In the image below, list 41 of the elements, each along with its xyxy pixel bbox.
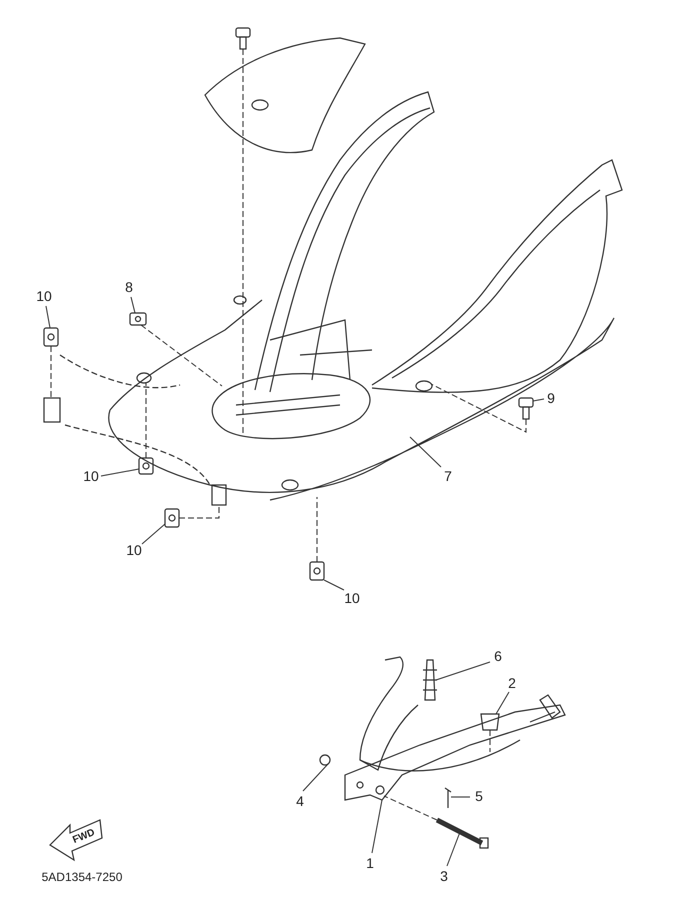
- direction-label: FWD: [70, 826, 98, 848]
- callout-number: 5: [475, 788, 483, 804]
- callout-number: 4: [296, 793, 304, 809]
- leader-line: [450, 796, 470, 798]
- callout-number: 8: [125, 279, 133, 295]
- callout-number: 10: [126, 542, 142, 558]
- assembly-line: [50, 346, 52, 398]
- assembly-line: [178, 504, 220, 518]
- leader-line: [410, 436, 442, 468]
- pivot-bolt-icon: [436, 818, 489, 849]
- assembly-line: [384, 796, 438, 820]
- leader-line: [142, 524, 166, 544]
- leader-line: [324, 580, 344, 590]
- washer-icon: [319, 754, 331, 766]
- leader-line: [130, 296, 136, 314]
- callout-number: 10: [344, 590, 360, 606]
- leader-line: [436, 662, 490, 680]
- assembly-line: [140, 324, 222, 386]
- leader-line: [496, 692, 510, 714]
- leader-line: [100, 468, 140, 476]
- callout-number: 2: [508, 675, 516, 691]
- leader-line: [46, 306, 50, 328]
- leader-line: [532, 398, 544, 402]
- callout-number: 9: [547, 390, 555, 406]
- bolt-icon: [235, 27, 251, 50]
- callout-number: 3: [440, 868, 448, 884]
- assembly-line: [316, 496, 318, 562]
- leader-line: [446, 832, 460, 866]
- callout-number: 10: [36, 288, 52, 304]
- callout-number: 10: [83, 468, 99, 484]
- callout-number: 1: [366, 855, 374, 871]
- clip-nut-icon: [309, 561, 325, 581]
- callout-number: 7: [444, 468, 452, 484]
- clip-nut-icon: [164, 508, 180, 528]
- assembly-line: [430, 384, 526, 433]
- cotter-pin-icon: [444, 787, 452, 809]
- leader-line: [302, 764, 328, 792]
- leader-line: [372, 800, 382, 854]
- callout-number: 6: [494, 648, 502, 664]
- part-code-label: 5AD1354-7250: [42, 869, 122, 885]
- spring-icon: [422, 659, 438, 701]
